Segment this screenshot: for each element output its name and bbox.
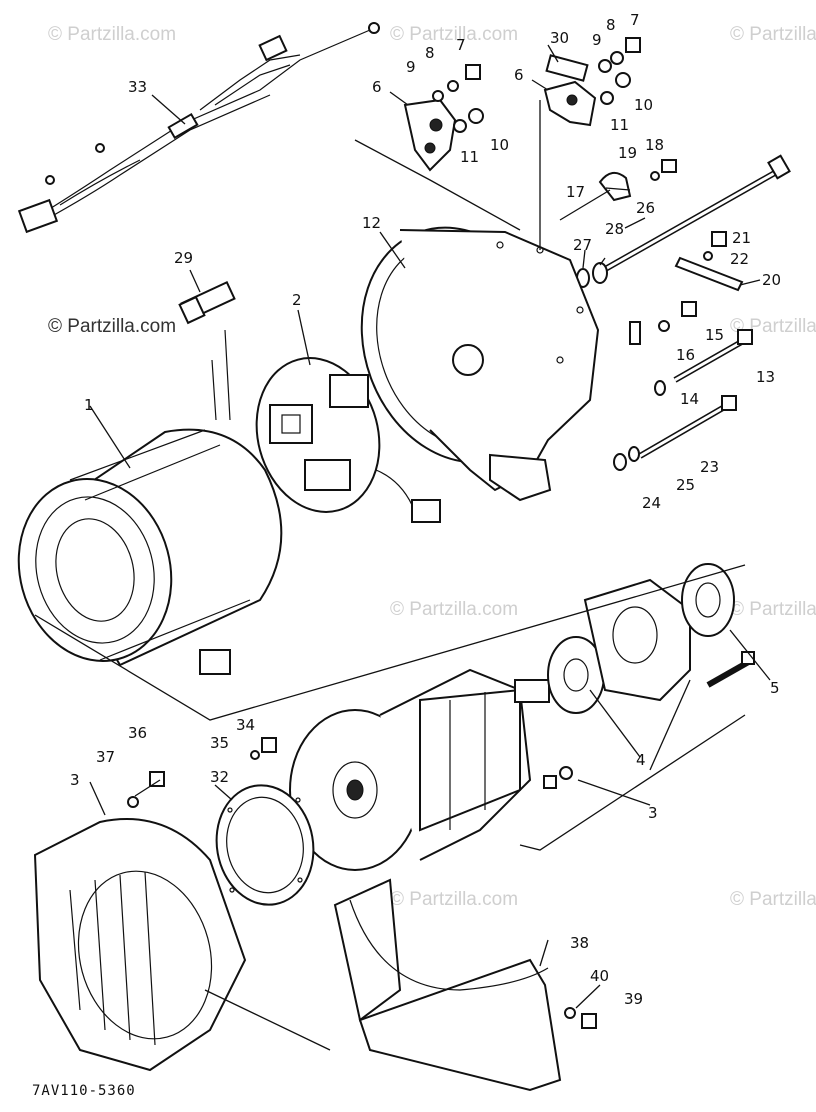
callout-label: 11 (460, 148, 479, 166)
wire-harness (17, 22, 380, 234)
watermark: © Partzilla.com (730, 889, 816, 910)
callout-label: 5 (770, 679, 780, 697)
front-bracket (543, 563, 755, 789)
base-cradle (127, 737, 597, 1092)
callout-label: 10 (634, 96, 653, 114)
callout-label: 12 (362, 214, 381, 232)
watermark: © Partzilla.com (390, 24, 518, 45)
watermark: © Partzilla.com (48, 24, 176, 45)
callout-labels: 1 2 3 3 4 5 6 6 7 7 8 8 9 9 10 10 11 11 … (70, 11, 781, 1008)
callout-label: 20 (762, 271, 781, 289)
callout-label: 3 (648, 804, 658, 822)
cover-plate (215, 784, 315, 906)
rotor (289, 668, 550, 871)
callout-label: 34 (236, 716, 255, 734)
diagram-code: 7AV110-5360 (32, 1083, 136, 1099)
callout-label: 18 (645, 136, 664, 154)
callout-label: 2 (292, 291, 302, 309)
callout-label: 23 (700, 458, 719, 476)
callout-label: 40 (590, 967, 609, 985)
callout-label: 16 (676, 346, 695, 364)
callout-label: 7 (456, 36, 466, 54)
callout-label: 38 (570, 934, 589, 952)
callout-label: 1 (84, 396, 94, 414)
callout-label: 29 (174, 249, 193, 267)
callout-label: 9 (406, 58, 416, 76)
leader-lines (34, 44, 771, 1051)
watermark: © Partzilla.com (390, 599, 518, 620)
callout-label: 37 (96, 748, 115, 766)
cable-clamp (598, 159, 677, 202)
callout-label: 17 (566, 183, 585, 201)
callout-label: 9 (592, 31, 602, 49)
callout-label: 24 (642, 494, 661, 512)
callout-label: 33 (128, 78, 147, 96)
callout-label: 10 (490, 136, 509, 154)
mount-bolts (613, 301, 753, 471)
front-cover (33, 818, 247, 1072)
callout-label: 8 (425, 44, 435, 62)
watermark: © Partzilla.com (390, 889, 518, 910)
watermark: © Partzilla.com (730, 599, 816, 620)
callout-label: 26 (636, 199, 655, 217)
callout-label: 6 (514, 66, 524, 84)
callout-label: 36 (128, 724, 147, 742)
callout-label: 11 (610, 116, 629, 134)
brush (178, 280, 236, 325)
callout-label: 39 (624, 990, 643, 1008)
callout-label: 27 (573, 236, 592, 254)
through-bolt (576, 154, 791, 292)
callout-label: 3 (70, 771, 80, 789)
callout-label: 22 (730, 250, 749, 268)
callout-label: 21 (732, 229, 751, 247)
callout-label: 14 (680, 390, 699, 408)
callout-label: 28 (605, 220, 624, 238)
callout-label: 8 (606, 16, 616, 34)
callout-label: 19 (618, 144, 637, 162)
callout-label: 13 (756, 368, 775, 386)
watermark: © Partzilla.com (730, 24, 816, 45)
watermark: © Partzilla.com (48, 316, 176, 337)
callout-label: 35 (210, 734, 229, 752)
rear-housing (360, 226, 600, 502)
callout-label: 15 (705, 326, 724, 344)
brush-holder-assembly (403, 37, 641, 172)
callout-label: 25 (676, 476, 695, 494)
stator (17, 428, 283, 675)
callout-label: 4 (636, 751, 646, 769)
callout-label: 7 (630, 11, 640, 29)
callout-label: 30 (550, 29, 569, 47)
field-coil (211, 329, 441, 523)
callout-label: 32 (210, 768, 229, 786)
callout-label: 6 (372, 78, 382, 96)
